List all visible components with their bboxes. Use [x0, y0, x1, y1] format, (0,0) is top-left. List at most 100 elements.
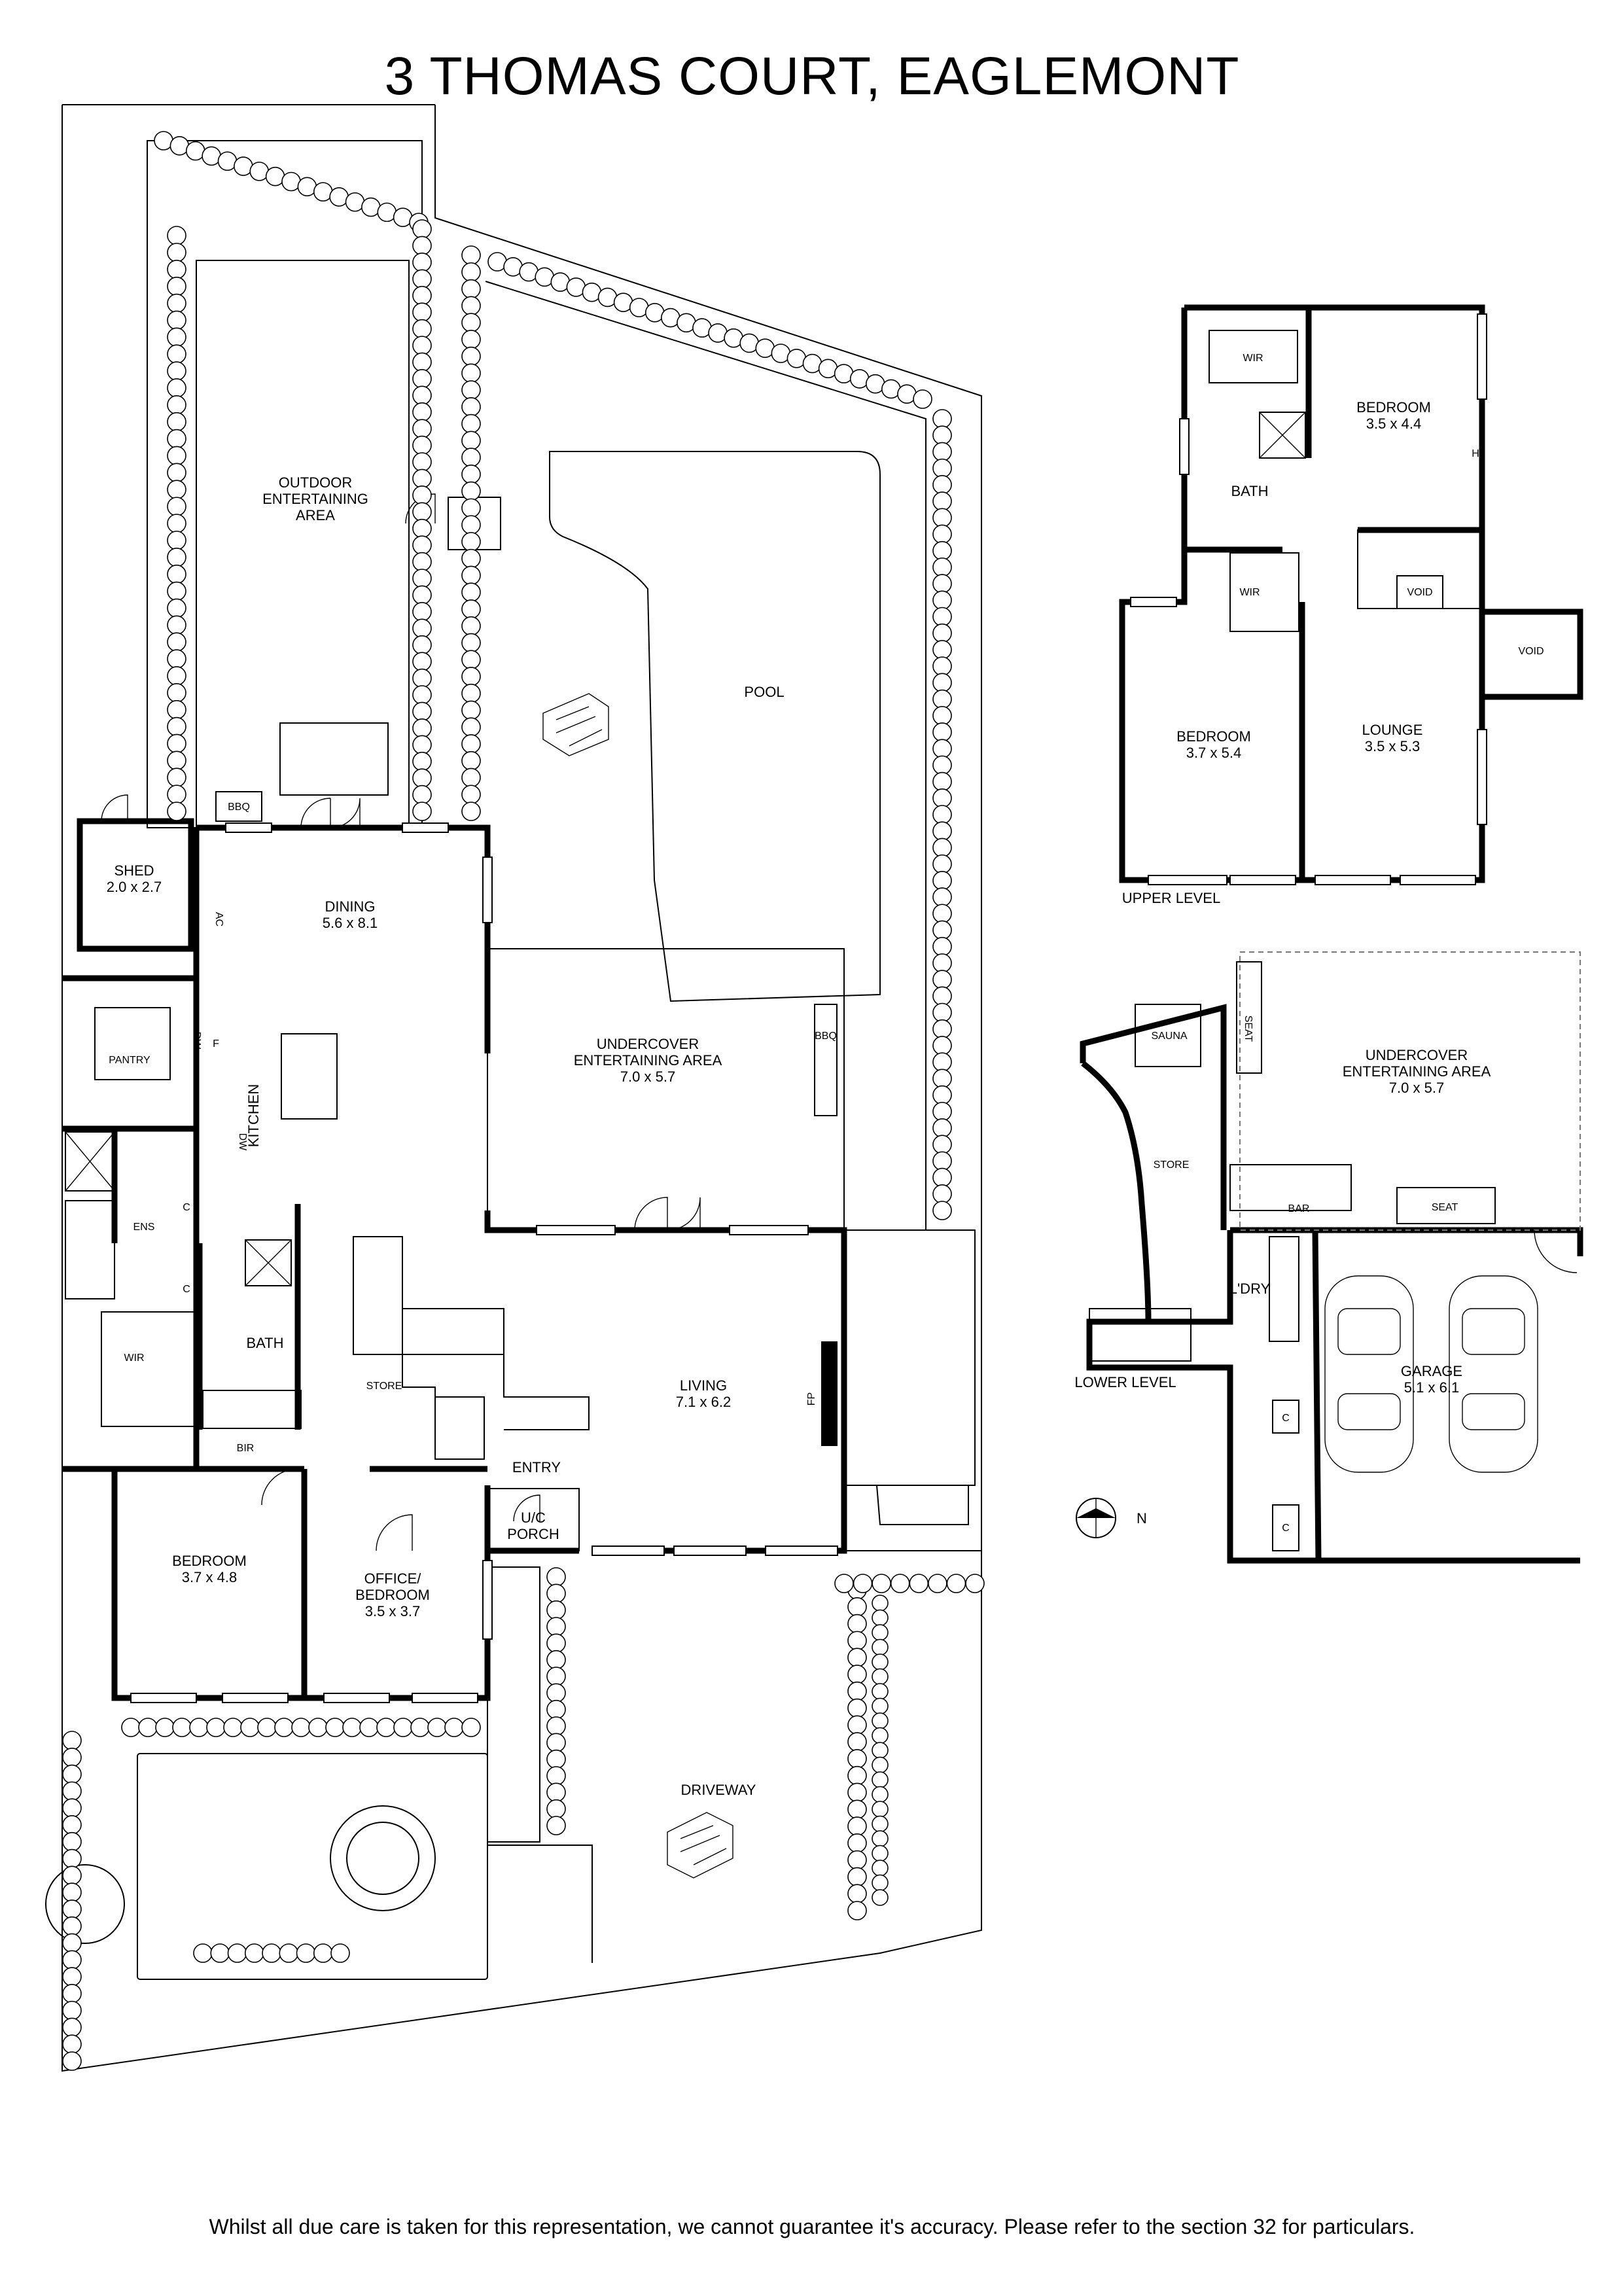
upper-void-label-1: VOID	[1407, 587, 1432, 598]
shrub	[932, 771, 952, 792]
shrub	[412, 718, 432, 738]
shrub	[167, 615, 186, 635]
shrub	[167, 531, 186, 550]
shrub	[461, 1718, 481, 1737]
shrub	[461, 785, 481, 805]
shrub	[461, 700, 481, 720]
shrub	[872, 1697, 889, 1715]
shrub	[872, 1574, 891, 1593]
shrub	[932, 1052, 952, 1072]
shrub	[167, 310, 186, 330]
seat-label-1: SEAT	[1243, 1016, 1254, 1042]
uc-porch	[487, 1488, 580, 1551]
upper-level-label: UPPER LEVEL	[1122, 890, 1220, 906]
shrub	[167, 768, 186, 788]
lower-undercover-label-2: ENTERTAINING AREA	[1343, 1063, 1491, 1080]
dw-label-1: DW	[191, 1032, 202, 1050]
bir-label: BIR	[237, 1443, 255, 1454]
upper-lounge-label: LOUNGE	[1362, 722, 1423, 738]
shrub	[62, 1781, 82, 1801]
lower-undercover	[1239, 951, 1581, 1231]
garage-size: 5.1 x 6.1	[1404, 1379, 1459, 1396]
garage-path	[843, 1229, 976, 1486]
compass-north-label: N	[1137, 1510, 1147, 1527]
shrub	[847, 1715, 867, 1735]
shrub	[412, 219, 432, 239]
main-stairs-2	[402, 1308, 504, 1355]
shrub	[461, 431, 481, 451]
void-upper-stair	[1396, 575, 1443, 609]
shrub	[167, 649, 186, 669]
shrub	[410, 1718, 430, 1737]
shrub	[62, 2000, 82, 2021]
shrub	[932, 705, 952, 726]
shrub	[342, 1718, 362, 1737]
shrub	[62, 1916, 82, 1936]
undercover-label-2: ENTERTAINING AREA	[574, 1052, 722, 1069]
shrub	[461, 329, 481, 349]
outdoor-steps	[279, 722, 389, 796]
shrub	[167, 412, 186, 432]
shrub	[932, 623, 952, 643]
shrub	[393, 1718, 413, 1737]
shrub	[872, 1609, 889, 1627]
shrub	[932, 986, 952, 1006]
shrub	[62, 1848, 82, 1869]
upper-bedroom1-size: 3.5 x 4.4	[1366, 415, 1421, 432]
shrub	[427, 1718, 447, 1737]
shrub	[932, 689, 952, 709]
bbq-label-1: BBQ	[228, 802, 250, 813]
shrub	[872, 1638, 889, 1656]
shrub	[932, 838, 952, 858]
shrub	[932, 442, 952, 462]
shrub	[965, 1574, 985, 1593]
shrub	[167, 226, 186, 245]
shrub	[325, 1718, 345, 1737]
shrub	[847, 1901, 867, 1920]
shrub	[461, 650, 481, 669]
shrub	[444, 1718, 464, 1737]
shrub	[167, 327, 186, 347]
page-title: 3 THOMAS COURT, EAGLEMONT	[384, 46, 1240, 106]
undercover-size: 7.0 x 5.7	[620, 1069, 675, 1085]
shrub	[412, 618, 432, 639]
shrub	[167, 293, 186, 313]
shrub	[412, 253, 432, 272]
shrub	[412, 552, 432, 572]
shrub	[546, 1749, 566, 1769]
shrub	[461, 751, 481, 771]
shrub	[932, 854, 952, 874]
shrub	[412, 468, 432, 489]
shrub	[172, 1718, 192, 1737]
pool-paver-hatch	[542, 693, 609, 756]
upper-walls	[1119, 304, 1485, 883]
shrub	[847, 1614, 867, 1634]
shrub	[932, 1151, 952, 1171]
upper-lounge-size: 3.5 x 5.3	[1365, 738, 1420, 754]
feature-tree-ring	[330, 1805, 436, 1911]
shrub	[461, 633, 481, 653]
shrub	[167, 446, 186, 466]
shrub	[167, 344, 186, 364]
dining-label: DINING	[325, 898, 376, 915]
upper-bedroom2-label: BEDROOM	[1176, 728, 1251, 745]
shrub	[872, 1771, 889, 1788]
shrub	[932, 970, 952, 989]
shrub	[167, 598, 186, 618]
shrub	[872, 1874, 889, 1892]
shrub	[274, 1718, 294, 1737]
bbq-outdoor	[215, 791, 262, 822]
shrub	[167, 716, 186, 737]
shrub	[167, 666, 186, 686]
upper-void-label-2: VOID	[1518, 646, 1544, 657]
shrub	[872, 1727, 889, 1744]
doors	[261, 493, 701, 1551]
front-lawn	[137, 1753, 488, 1980]
shed-size: 2.0 x 2.7	[107, 879, 162, 895]
wir-room	[101, 1311, 197, 1427]
driveway-label: DRIVEWAY	[681, 1782, 756, 1798]
shrub	[847, 1765, 867, 1786]
shrub	[546, 1816, 566, 1835]
shrub	[412, 635, 432, 655]
shrub	[412, 486, 432, 505]
